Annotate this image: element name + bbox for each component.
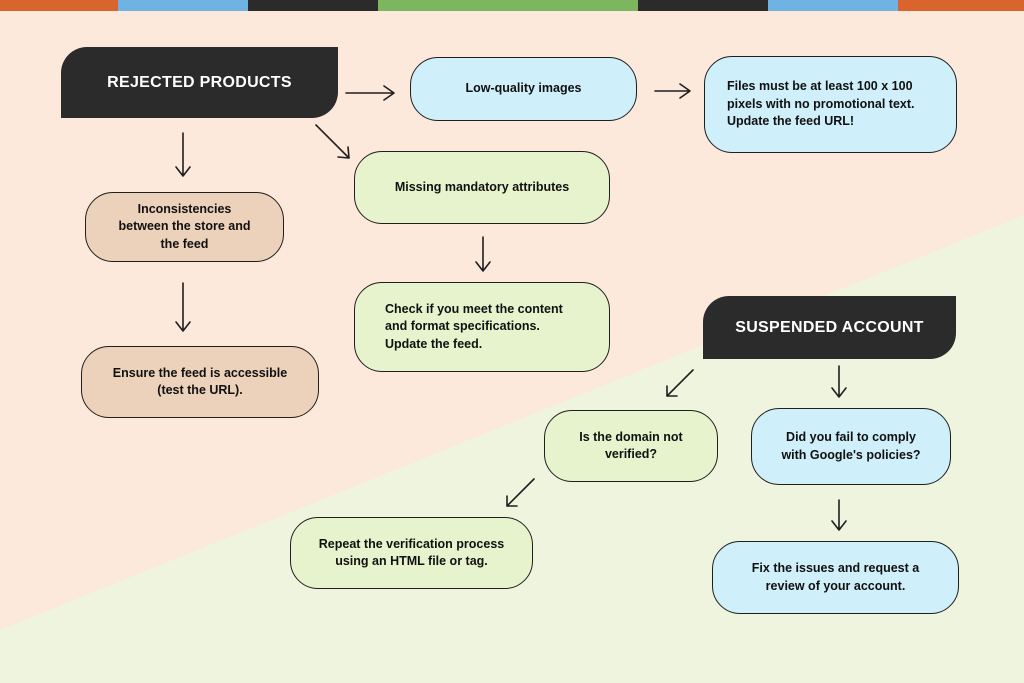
inconsistencies-node: Inconsistencies between the store and th… <box>85 192 284 262</box>
ensure-feed-node: Ensure the feed is accessible (test the … <box>81 346 319 418</box>
files-requirement-node: Files must be at least 100 x 100 pixels … <box>704 56 957 153</box>
arrow-icon <box>175 132 191 177</box>
color-bar-segment <box>378 0 638 11</box>
rejected-products-header: REJECTED PRODUCTS <box>61 47 338 118</box>
fix-issues-node: Fix the issues and request a review of y… <box>712 541 959 614</box>
arrow-icon <box>654 83 691 99</box>
header-title: REJECTED PRODUCTS <box>107 73 292 91</box>
arrow-icon <box>175 282 191 332</box>
color-bar-segment <box>248 0 378 11</box>
color-bar-segment <box>768 0 898 11</box>
color-bar-segment <box>118 0 248 11</box>
missing-attributes-node: Missing mandatory attributes <box>354 151 610 224</box>
arrow-icon <box>475 236 491 272</box>
arrow-icon <box>666 369 694 397</box>
color-bar-segment <box>0 0 118 11</box>
header-title: SUSPENDED ACCOUNT <box>735 318 924 336</box>
arrow-icon <box>345 85 395 101</box>
arrow-icon <box>831 365 847 398</box>
low-quality-images-node: Low-quality images <box>410 57 637 121</box>
domain-not-verified-node: Is the domain not verified? <box>544 410 718 482</box>
suspended-account-header: SUSPENDED ACCOUNT <box>703 296 956 359</box>
google-policies-node: Did you fail to comply with Google's pol… <box>751 408 951 485</box>
repeat-verification-node: Repeat the verification process using an… <box>290 517 533 589</box>
arrow-icon <box>831 499 847 531</box>
color-bar-segment <box>638 0 768 11</box>
color-bar-segment <box>898 0 1024 11</box>
arrow-icon <box>315 124 350 159</box>
arrow-icon <box>506 478 535 507</box>
check-specifications-node: Check if you meet the content and format… <box>354 282 610 372</box>
